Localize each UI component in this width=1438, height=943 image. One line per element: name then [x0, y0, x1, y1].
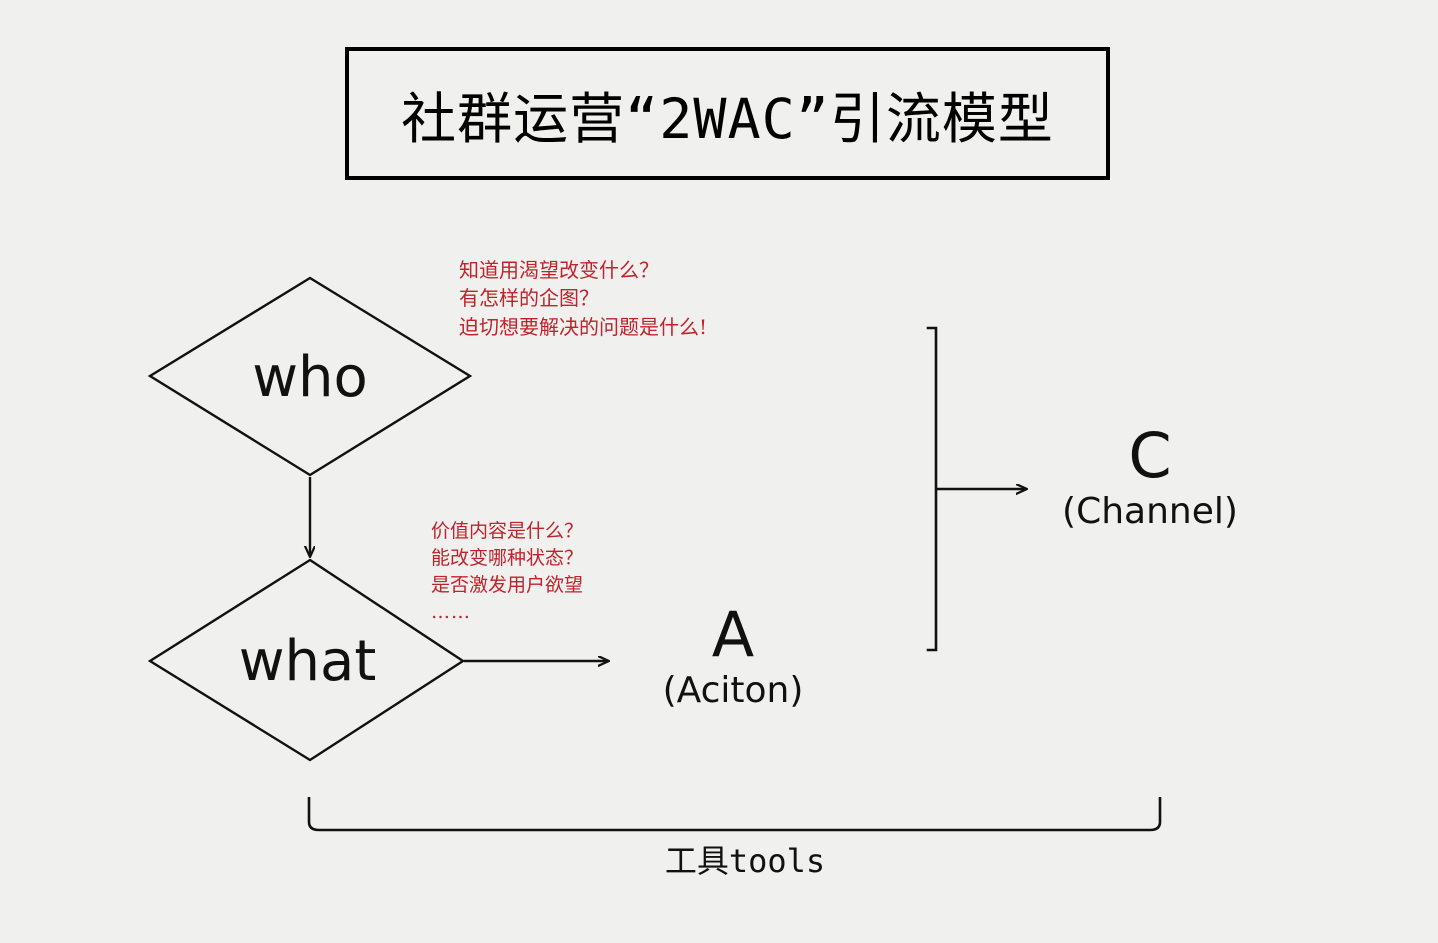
channel-sublabel: (Channel)	[1062, 491, 1238, 532]
what-node-label: what	[238, 629, 377, 694]
what-diamond-shape[interactable]	[147, 558, 466, 762]
right-bracket	[926, 326, 938, 652]
who-annotation-line-1: 知道用渴望改变什么？	[459, 258, 659, 282]
title-box: 社群运营“2WAC”引流模型	[345, 47, 1110, 180]
what-annotation-line-2: 能改变哪种状态？	[431, 546, 584, 569]
who-annotation-line-2: 有怎样的企图？	[459, 286, 599, 311]
what-annotation-block: 价值内容是什么？ 能改变哪种状态？ 是否激发用户欲望 ……	[431, 518, 583, 626]
what-annotation-line-1: 价值内容是什么？	[431, 520, 584, 542]
who-diamond-shape[interactable]	[147, 276, 473, 477]
channel-outcome: C (Channel)	[1030, 425, 1270, 534]
who-annotation-line-3: 迫切想要解决的问题是什么!	[459, 314, 708, 339]
bottom-brace	[307, 797, 1162, 832]
what-annotation-line-3: 是否激发用户欲望	[431, 573, 584, 596]
what-annotation-ellipsis: ……	[431, 600, 471, 623]
action-letter: A	[711, 598, 755, 671]
tools-brace-label: 工具tools	[664, 842, 826, 880]
who-annotation-block: 知道用渴望改变什么？ 有怎样的企图？ 迫切想要解决的问题是什么!	[459, 256, 707, 341]
page-title: 社群运营“2WAC”引流模型	[401, 86, 1054, 151]
action-outcome: A (Aciton)	[613, 604, 853, 713]
channel-letter: C	[1128, 419, 1172, 492]
action-sublabel: (Aciton)	[662, 670, 804, 711]
who-node-label: who	[252, 345, 368, 410]
